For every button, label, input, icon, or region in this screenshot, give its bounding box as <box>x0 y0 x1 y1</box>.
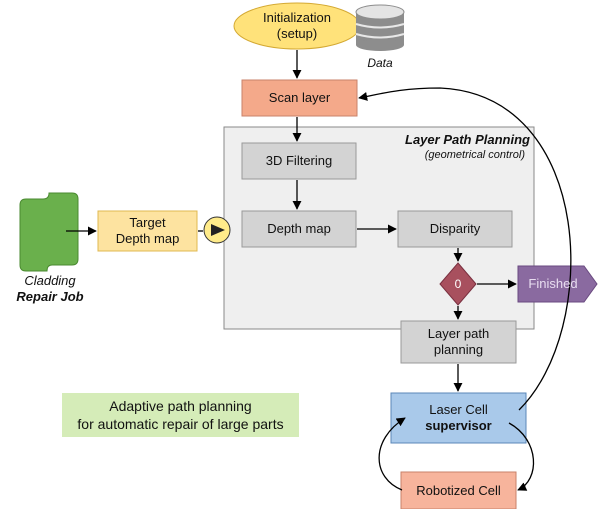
scan-layer-box <box>241 79 358 117</box>
cladding-document-icon <box>19 192 79 272</box>
initialization-ellipse <box>233 2 361 50</box>
target-depth-map-box <box>97 210 198 252</box>
decision-diamond <box>439 262 477 306</box>
caption-box <box>62 393 299 437</box>
depth-map-box <box>241 210 357 248</box>
play-icon <box>203 216 231 244</box>
filtering-3d-box <box>241 142 357 180</box>
arrow-laser-to-scan <box>358 87 572 411</box>
arrow-robot-to-laser <box>378 417 406 491</box>
arrow-laser-to-robot <box>508 422 535 491</box>
robotized-cell-box <box>400 471 517 509</box>
laser-cell-box <box>390 392 527 444</box>
database-icon <box>355 4 405 51</box>
disparity-box <box>397 210 513 248</box>
finished-shape <box>517 265 598 303</box>
layer-path-planning-box <box>400 320 517 364</box>
